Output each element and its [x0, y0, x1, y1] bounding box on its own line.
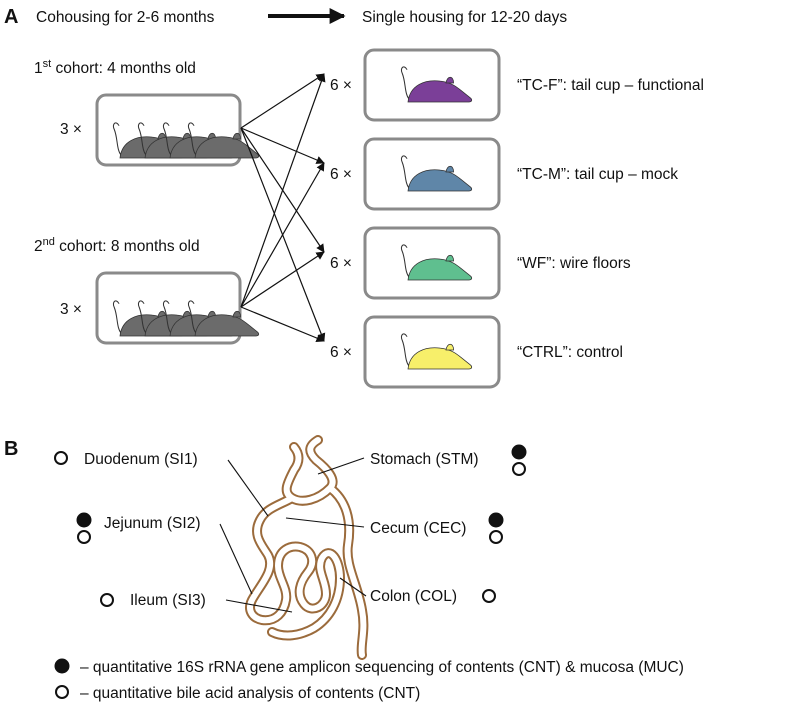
cecum-filled-marker: [488, 512, 504, 528]
leader-stomach: [317, 457, 365, 475]
group-count: 6 ×: [330, 166, 352, 183]
group-label: “TC-M”: tail cup – mock: [517, 166, 678, 183]
group-count: 6 ×: [330, 344, 352, 361]
cohort-1-label: 1st cohort: 4 months old: [34, 58, 196, 77]
cohort-2-count: 3 ×: [60, 301, 82, 318]
assignment-arrow: [240, 306, 325, 343]
panel-a-letter: A: [4, 6, 18, 28]
assignment-arrow: [240, 251, 325, 308]
leader-ileum: [225, 599, 293, 613]
stomach-open-marker: [512, 462, 526, 476]
group-count: 6 ×: [330, 77, 352, 94]
leader-jejunum: [219, 523, 253, 595]
group-label: “CTRL”: control: [517, 344, 623, 361]
assignment-arrow: [240, 73, 325, 129]
housing-groups: 6 × “TC-F”: tail cup – functional 6 × “TC-M…: [330, 48, 704, 389]
assignment-arrows: [240, 73, 326, 343]
site-label-colon: Colon (COL): [370, 588, 457, 605]
site-label-jejunum: Jejunum (SI2): [104, 515, 200, 532]
group-count: 6 ×: [330, 255, 352, 272]
site-label-ileum: Ileum (SI3): [130, 592, 206, 609]
legend-open-symbol: [55, 685, 69, 699]
group-label: “TC-F”: tail cup – functional: [517, 77, 704, 94]
site-label-duodenum: Duodenum (SI1): [84, 451, 198, 468]
cohousing-label: Cohousing for 2-6 months: [36, 9, 215, 26]
group-label: “WF”: wire floors: [517, 255, 631, 272]
legend-open-text: – quantitative bile acid analysis of con…: [80, 685, 420, 702]
site-label-stomach: Stomach (STM): [370, 451, 479, 468]
site-label-cecum: Cecum (CEC): [370, 520, 466, 537]
leader-duodenum: [227, 459, 269, 517]
single-housing-label: Single housing for 12-20 days: [362, 9, 567, 26]
assignment-arrow: [240, 127, 325, 164]
legend-filled-text: – quantitative 16S rRNA gene amplicon se…: [80, 659, 684, 676]
jejunum-open-marker: [77, 530, 91, 544]
cecum-open-marker: [489, 530, 503, 544]
colon-open-marker: [482, 589, 496, 603]
ileum-open-marker: [100, 593, 114, 607]
legend-filled-symbol: [54, 658, 70, 674]
assignment-arrow: [240, 162, 325, 308]
jejunum-filled-marker: [76, 512, 92, 528]
leader-colon: [339, 577, 367, 597]
duodenum-open-marker: [54, 451, 68, 465]
leader-cecum: [285, 517, 365, 528]
stomach-filled-marker: [511, 444, 527, 460]
cohort-2-label: 2nd cohort: 8 months old: [34, 236, 200, 255]
gi-tract-drawing: [245, 435, 369, 660]
assignment-arrow: [240, 73, 326, 308]
panel-b-letter: B: [4, 438, 18, 460]
cohort-1-count: 3 ×: [60, 121, 82, 138]
